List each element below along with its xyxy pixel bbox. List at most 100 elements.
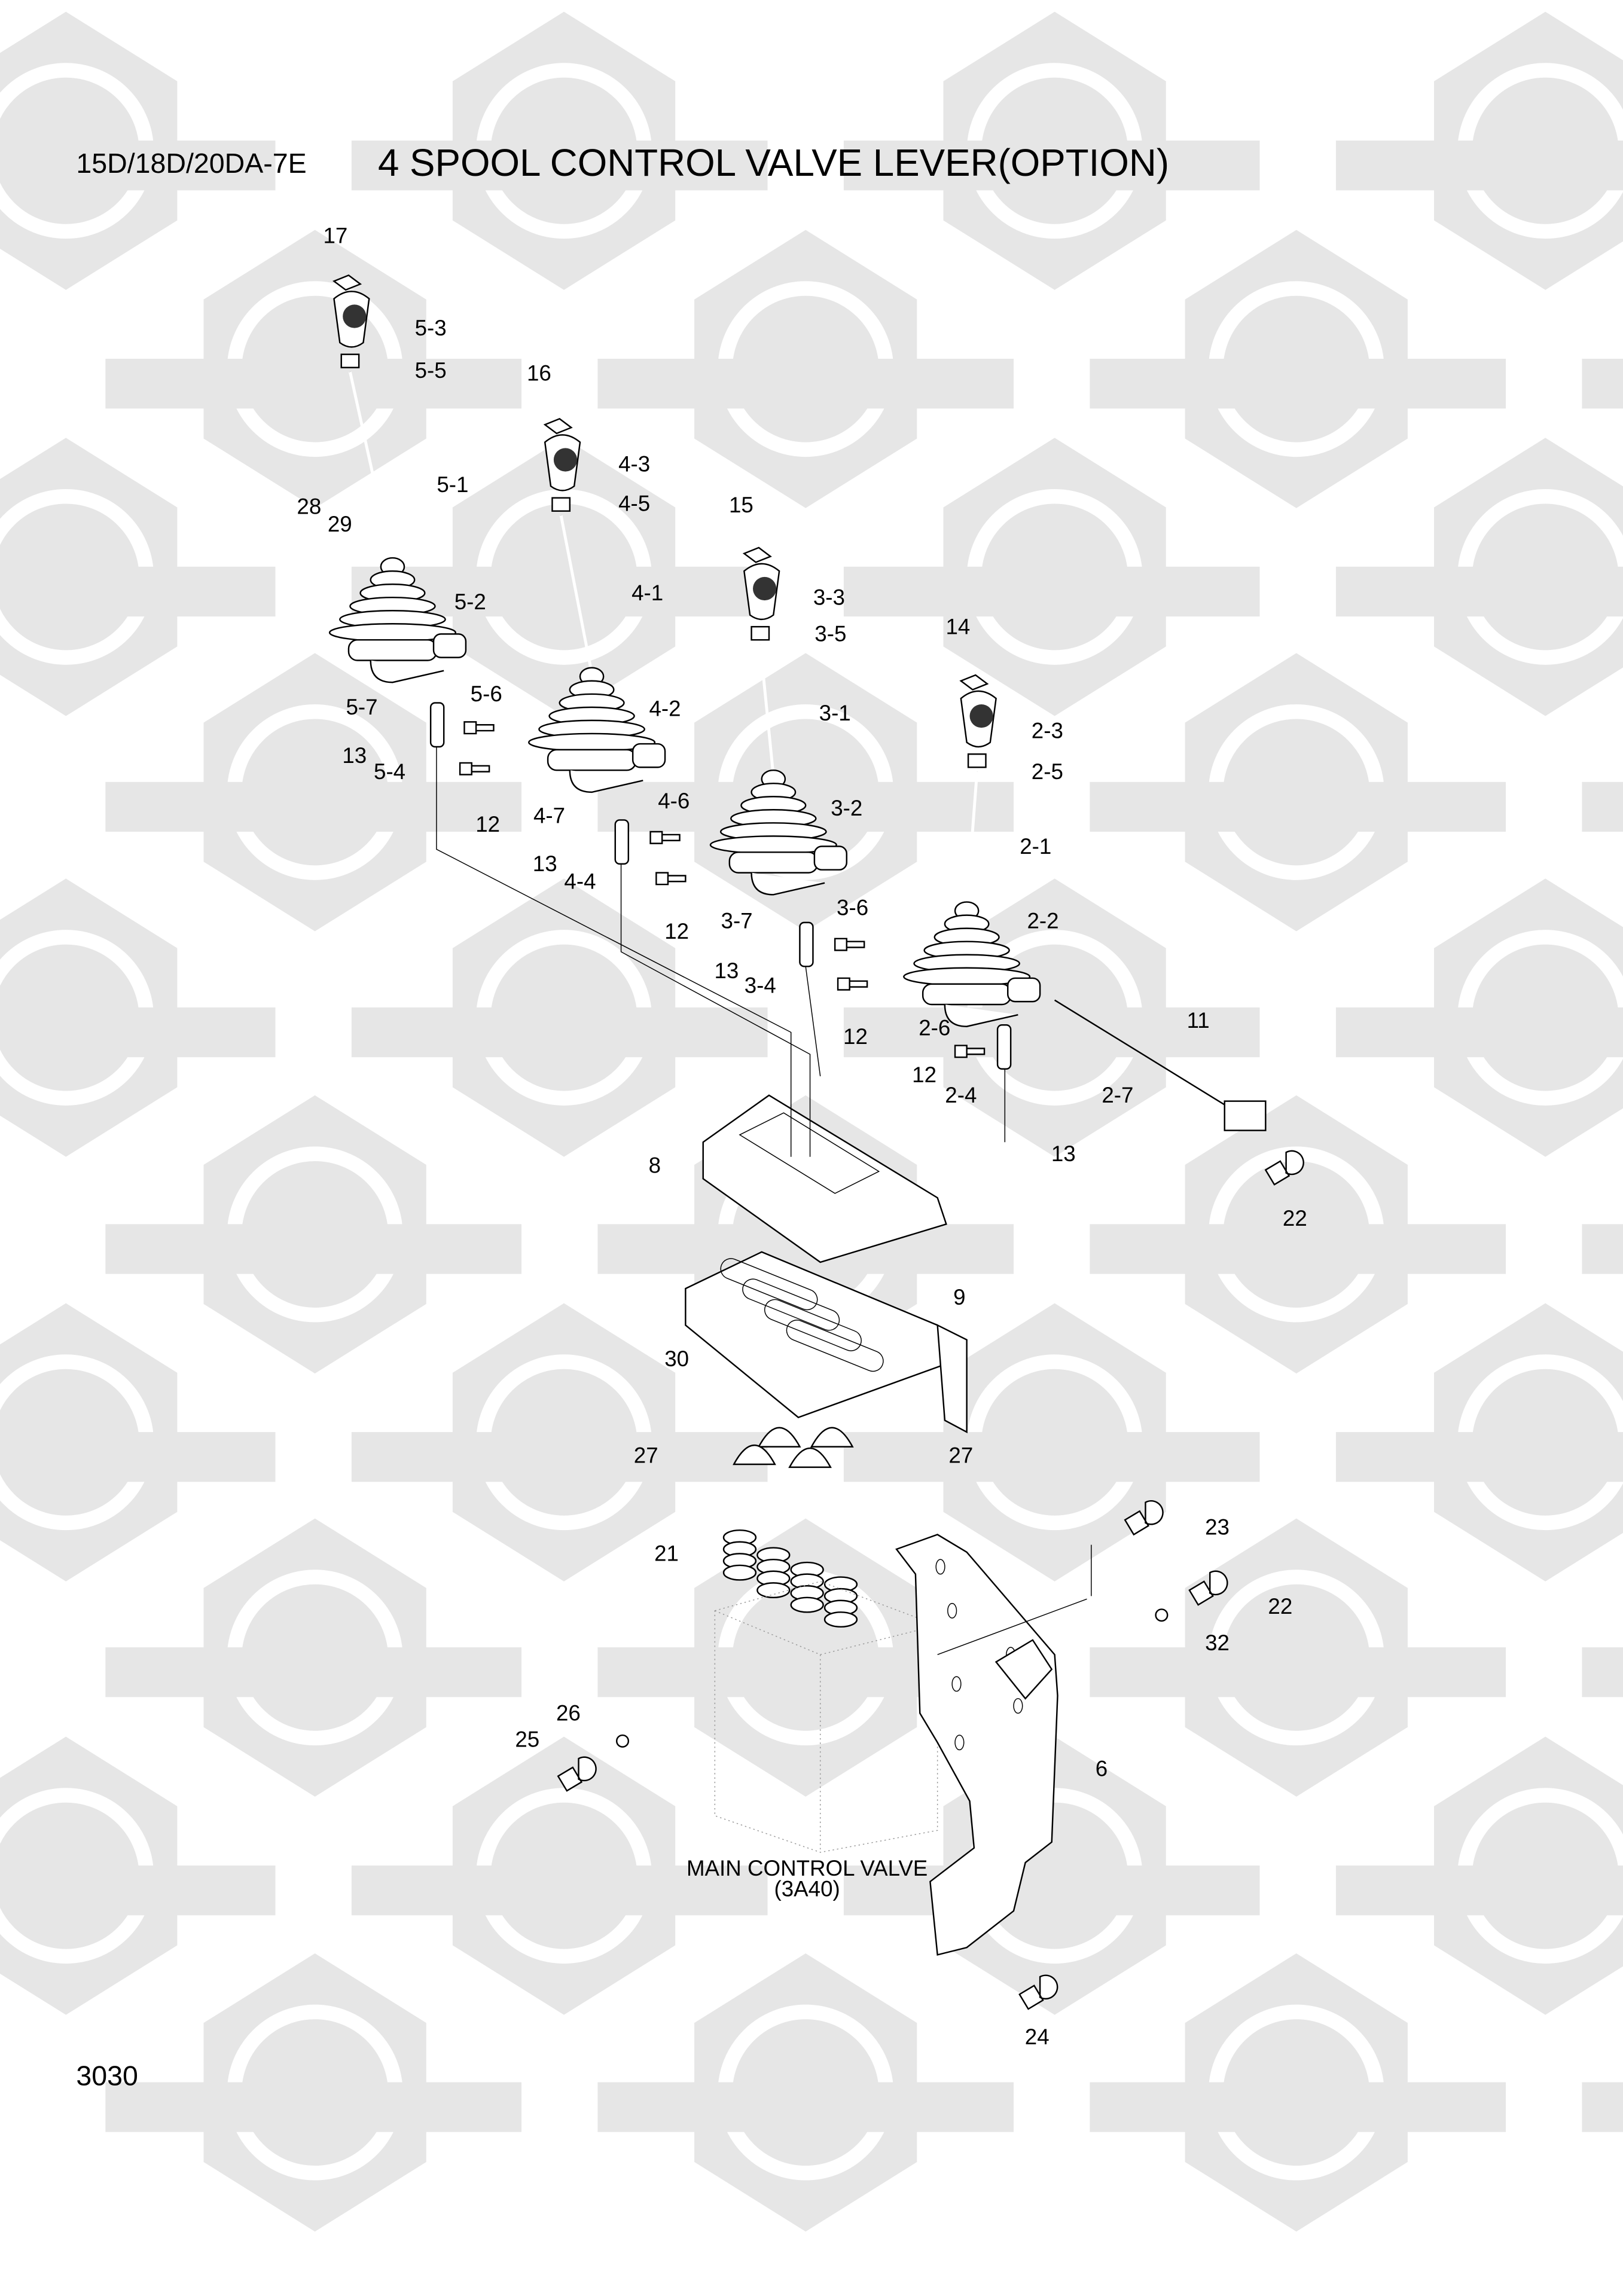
part-label-2-4: 2-4 [945, 1083, 977, 1107]
watermark-band [1335, 1007, 1506, 1058]
watermark-band [1090, 1432, 1260, 1482]
watermark-hexagon [452, 438, 676, 716]
watermark-band [351, 2082, 522, 2132]
watermark-band [1582, 141, 1623, 191]
lever-clevis [1007, 977, 1041, 1003]
knob-cap [959, 674, 989, 691]
watermark-band [1582, 1647, 1623, 1697]
model-code: 15D/18D/20DA-7E [76, 148, 306, 179]
guide-slot [739, 1112, 880, 1194]
part-label-12: 12 [843, 1024, 868, 1049]
part-label-9: 9 [953, 1285, 965, 1309]
lever-yoke [751, 872, 825, 896]
watermark-band [1090, 359, 1260, 409]
bolt-fastener [1264, 1150, 1304, 1186]
watermark-band [1582, 1866, 1623, 1916]
watermark-band [1335, 1647, 1506, 1697]
part-label-4-4: 4-4 [564, 869, 596, 894]
bolt [834, 938, 865, 951]
part-label-12: 12 [664, 919, 689, 944]
plate-slot [720, 1258, 818, 1311]
watermark-band [597, 2082, 768, 2132]
part-label-24: 24 [1025, 2025, 1050, 2049]
part-label-2-5: 2-5 [1032, 759, 1063, 784]
watermark-band [1582, 781, 1623, 832]
part-label-15: 15 [729, 493, 753, 517]
plate-flange [936, 1324, 968, 1434]
watermark-band [105, 1224, 276, 1274]
plate-slot [786, 1320, 884, 1372]
part-label-5-4: 5-4 [374, 759, 405, 784]
bolt-fastener [1018, 1974, 1058, 2010]
watermark-band [843, 359, 1014, 409]
lever-nut [340, 353, 360, 368]
part-label-5-7: 5-7 [346, 695, 377, 719]
watermark-hexagon [0, 878, 178, 1157]
part-label-8: 8 [649, 1153, 661, 1178]
bellows-seal-21 [722, 1564, 757, 1581]
exploded-parts-drawing [328, 274, 1304, 2010]
page-title: 4 SPOOL CONTROL VALVE LEVER(OPTION) [378, 142, 1169, 184]
part-label-5-2: 5-2 [454, 590, 486, 614]
watermark-band [1335, 1432, 1506, 1482]
part-label-2-1: 2-1 [1020, 834, 1051, 859]
watermark-band [351, 1432, 522, 1482]
part-label-4-5: 4-5 [618, 491, 650, 516]
watermark-band [1582, 1432, 1623, 1482]
part-label-5-6: 5-6 [471, 682, 502, 706]
watermark-hexagon [694, 1518, 917, 1797]
main-control-valve-label: MAIN CONTROL VALVE [687, 1856, 928, 1880]
part-label-11: 11 [1187, 1008, 1210, 1033]
part-label-14: 14 [946, 614, 971, 639]
watermark-hexagon [203, 1953, 426, 2232]
lever-yoke [944, 1004, 1018, 1027]
part-label-2-2: 2-2 [1027, 909, 1058, 933]
watermark-hexagon [694, 230, 917, 508]
watermark-band [1335, 359, 1506, 409]
rod-11 [1054, 999, 1238, 1114]
dust-cap-27 [788, 1448, 832, 1468]
part-label-17: 17 [324, 224, 348, 248]
part-label-3-5: 3-5 [814, 622, 846, 646]
lever-assembly-2 [903, 674, 1041, 1027]
watermark-band [351, 359, 522, 409]
part-label-12: 12 [912, 1062, 936, 1087]
watermark-hexagon [0, 1736, 178, 2015]
watermark-band [105, 359, 276, 409]
watermark-band [105, 781, 276, 832]
part-label-4-2: 4-2 [649, 697, 681, 721]
bolt-fastener [557, 1756, 597, 1792]
bolt-fastener [1124, 1500, 1164, 1536]
watermark-hexagon [203, 1518, 426, 1797]
watermark-band [105, 2082, 276, 2132]
lever-assembly-4 [528, 418, 666, 793]
link-plate [996, 1024, 1012, 1070]
bracket-hole [947, 1602, 957, 1619]
bellows-seal-21 [823, 1611, 858, 1628]
watermark-band [1090, 1007, 1260, 1058]
part-label-22: 22 [1268, 1594, 1292, 1619]
watermark-band [1582, 566, 1623, 617]
main-control-valve-outline [714, 1581, 938, 1853]
bellows-seal-21 [790, 1596, 824, 1613]
boot-base [347, 639, 438, 661]
watermark-hexagon [452, 1303, 676, 1581]
watermark-band [1090, 1647, 1260, 1697]
knob-grip [343, 304, 367, 328]
watermark-hexagon [203, 653, 426, 932]
part-label-4-3: 4-3 [618, 452, 650, 477]
knob-grip [753, 576, 777, 601]
watermark-band [1090, 781, 1260, 832]
watermark-hexagon [452, 11, 676, 290]
knob-cap [543, 418, 573, 435]
part-label-3-7: 3-7 [721, 909, 753, 933]
watermark-band [1335, 781, 1506, 832]
link-plate [614, 819, 630, 865]
part-label-4-6: 4-6 [658, 789, 690, 813]
watermark-band [1582, 359, 1623, 409]
watermark-hexagon [1185, 230, 1408, 508]
mounting-bracket-6 [895, 1534, 1058, 1956]
link-plate [429, 702, 445, 748]
assembly-lines [436, 746, 1092, 1656]
